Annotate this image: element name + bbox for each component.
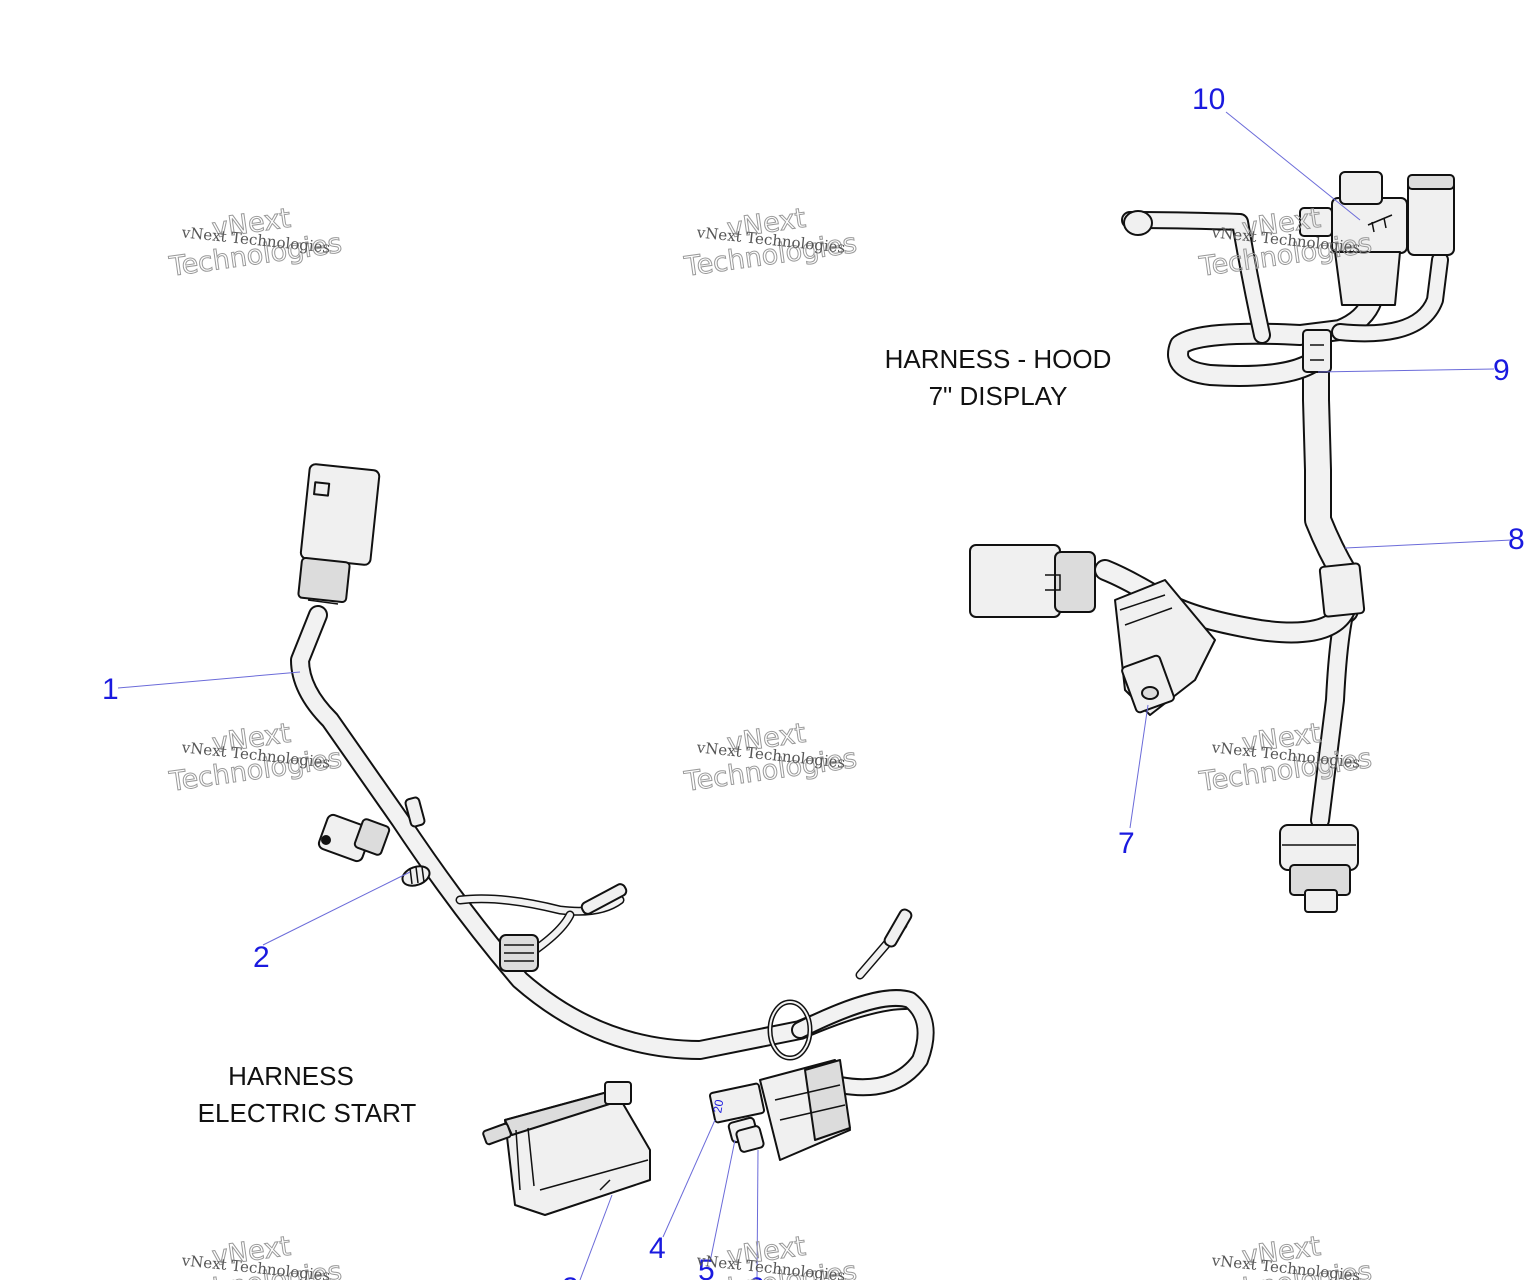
watermark: vNext Technologies vNext Technologies <box>681 202 859 283</box>
callout-10: 10 <box>1192 83 1225 116</box>
fuse-rating-label: 20 <box>710 1098 726 1114</box>
callout-5: 5 <box>698 1254 715 1280</box>
callout-4: 4 <box>649 1232 666 1265</box>
start-harness-title-line2: ELECTRIC START <box>198 1098 417 1128</box>
watermark: vNext Technologies vNext Technologies <box>166 202 344 283</box>
callout-8: 8 <box>1508 523 1525 556</box>
harness-hood-display <box>969 171 1455 913</box>
watermark: vNext Technologies vNext Technologies <box>1196 1230 1374 1280</box>
hood-harness-title-line1: HARNESS - HOOD <box>885 344 1112 374</box>
callout-3: 3 <box>562 1272 579 1280</box>
callout-1: 1 <box>102 673 119 706</box>
callout-9: 9 <box>1493 354 1510 387</box>
watermark: vNext Technologies vNext Technologies <box>166 717 344 798</box>
hood-harness-title-line2: 7" DISPLAY <box>929 381 1068 411</box>
callout-2: 2 <box>253 941 270 974</box>
leader-lines <box>117 111 1513 1280</box>
start-harness-title-line1: HARNESS <box>228 1061 354 1091</box>
watermark: vNext Technologies vNext Technologies <box>681 717 859 798</box>
callout-6: 6 <box>748 1272 765 1280</box>
callout-7: 7 <box>1118 827 1135 860</box>
watermark: vNext Technologies vNext Technologies <box>1196 717 1374 798</box>
watermark: vNext Technologies vNext Technologies <box>166 1230 344 1280</box>
harness-electric-start: 20 <box>290 463 935 1216</box>
